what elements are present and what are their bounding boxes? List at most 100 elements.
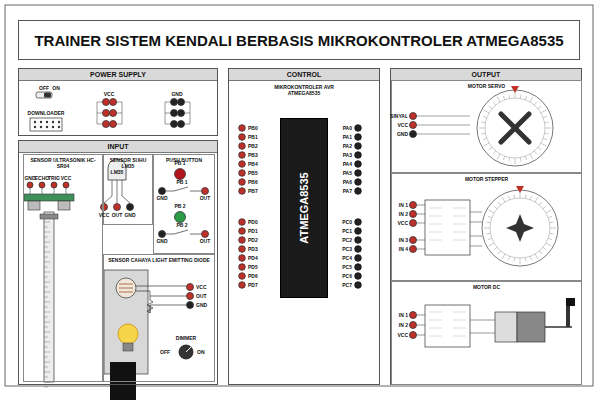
dial-tick — [503, 96, 504, 100]
ruler-tick — [44, 327, 48, 328]
dial-tick — [489, 147, 492, 150]
pin-label: PB6 — [248, 179, 258, 185]
terminal-label: MIKROKONTROLER AVR ATMEGA8535 — [273, 84, 335, 96]
dial-tick — [488, 238, 492, 239]
ruler-tick — [44, 277, 48, 278]
ruler-tick — [44, 342, 50, 343]
pin-label: PA2 — [343, 143, 352, 149]
terminal-label: OUT — [200, 238, 211, 244]
terminal-label: IN 1 — [399, 312, 408, 318]
pin-terminal — [355, 152, 362, 159]
pin-terminal — [355, 134, 362, 141]
panel-title: CONTROL — [287, 71, 322, 78]
terminal-label: GND — [397, 131, 408, 137]
terminal-label: LM35 — [111, 169, 124, 175]
dial-tick — [525, 96, 526, 100]
pin-terminal — [355, 228, 362, 235]
pin-label: PB5 — [248, 170, 258, 176]
dial-tick — [497, 97, 500, 102]
ruler-tick — [44, 377, 48, 378]
terminal-label: VCC — [397, 332, 408, 338]
module-box: MOTOR DC — [391, 281, 582, 385]
dial-tick — [514, 195, 516, 199]
header-pin — [46, 121, 48, 123]
terminal-label: GND — [24, 175, 35, 181]
pin-terminal — [355, 161, 362, 168]
pin-label: PA5 — [343, 170, 352, 176]
ruler-tick — [44, 322, 50, 323]
terminal-label: ECHO — [35, 175, 49, 181]
dial-tick — [535, 254, 538, 259]
module-box: MOTOR SERVO — [391, 80, 582, 173]
ruler-tick — [44, 302, 50, 303]
terminal-label: DIMMER — [176, 335, 196, 341]
dial-tick — [498, 251, 501, 254]
pin-terminal — [239, 152, 246, 159]
ruler-tick — [44, 367, 48, 368]
terminal-label: DOWNLOADER — [28, 110, 65, 116]
pin-terminal — [355, 219, 362, 226]
dial-tick — [487, 222, 491, 224]
pin-terminal — [355, 264, 362, 271]
dial-tick — [487, 233, 491, 235]
dial-tick — [530, 196, 531, 200]
pin-label: PA1 — [343, 134, 352, 140]
dial-tick — [493, 151, 496, 154]
dial-tick — [497, 154, 500, 159]
dial-tick — [545, 133, 549, 135]
pin-terminal — [355, 282, 362, 289]
dial-tick — [479, 128, 485, 129]
ruler-tick — [44, 317, 48, 318]
section-panel: CONTROLATMEGA8535 — [228, 68, 380, 385]
pin-label: PB3 — [248, 152, 258, 158]
dial-tick — [515, 158, 516, 164]
terminal-label: VCC — [397, 122, 408, 128]
dial-tick — [494, 247, 497, 250]
dial-tick — [483, 138, 487, 139]
dial-tick — [509, 158, 511, 162]
pin-label: PD2 — [248, 237, 258, 243]
dial-tick — [539, 202, 542, 205]
dial-tick — [514, 258, 516, 262]
terminal-label: VCC — [61, 175, 72, 181]
dial-tick — [520, 158, 522, 162]
terminal-label: OUT — [112, 212, 123, 218]
pin-label: PC6 — [342, 273, 352, 279]
pin-label: PC3 — [342, 246, 352, 252]
ruler-tick — [44, 387, 48, 388]
pin-label: PD7 — [248, 282, 258, 288]
ruler-tick — [44, 372, 50, 373]
header-pin — [40, 121, 42, 123]
pin-terminal — [239, 134, 246, 141]
dial-tick — [488, 216, 492, 217]
dial-tick — [484, 143, 489, 146]
pin-label: PA4 — [343, 161, 352, 167]
dial-tick — [534, 151, 537, 154]
dial-tick — [546, 243, 551, 246]
panel-header: CONTROL — [229, 69, 379, 81]
dial-tick — [538, 106, 541, 109]
dial-tick — [502, 254, 505, 259]
ruler-tick — [44, 312, 50, 313]
pin-label: PC2 — [342, 237, 352, 243]
header-pin — [52, 126, 54, 128]
dial-tick — [494, 206, 497, 209]
terminal-label: VCC — [99, 212, 110, 218]
pin-terminal — [239, 228, 246, 235]
terminal-label: IN 3 — [399, 237, 408, 243]
module-title: SENSOR CAHAYA LIGHT EMITTING DIODE — [107, 257, 211, 263]
dial-tick — [543, 206, 546, 209]
dial-tick — [543, 138, 547, 139]
header-pin — [34, 121, 36, 123]
ruler-tick — [44, 362, 50, 363]
ruler-tick — [44, 237, 48, 238]
terminal-label: PB 1 — [174, 160, 185, 166]
pin-terminal — [239, 179, 246, 186]
terminal-label: PB 2 — [176, 222, 187, 228]
pin-label: PB1 — [248, 134, 258, 140]
header-pin — [34, 126, 36, 128]
terminal-label: TRIG — [48, 175, 60, 181]
dial-tick — [482, 122, 486, 124]
pin-terminal — [355, 143, 362, 150]
dial-tick — [550, 233, 554, 235]
